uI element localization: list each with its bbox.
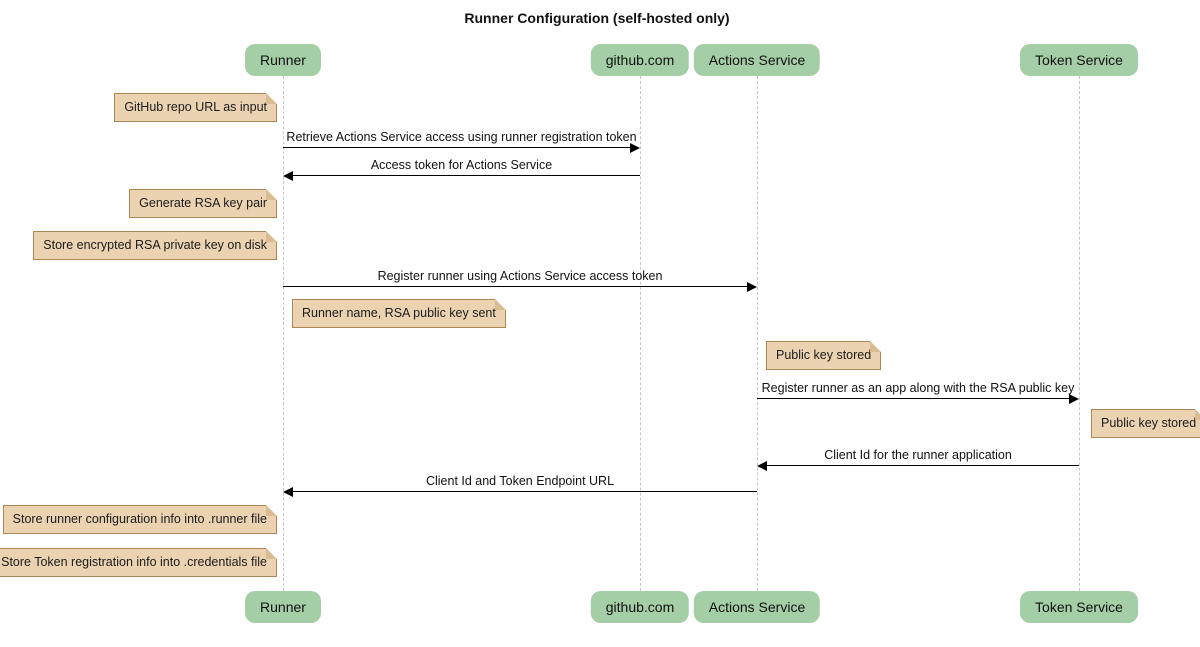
message-line xyxy=(767,465,1079,466)
message-line xyxy=(293,175,640,176)
lifeline-actions xyxy=(757,76,758,591)
lifeline-runner xyxy=(283,76,284,591)
participant-github-bottom: github.com xyxy=(590,591,690,623)
message-label: Register runner using Actions Service ac… xyxy=(377,269,663,283)
message-label: Retrieve Actions Service access using ru… xyxy=(286,130,637,144)
message-line xyxy=(283,286,747,287)
message-label: Client Id and Token Endpoint URL xyxy=(425,474,615,488)
message-arrowhead-icon xyxy=(283,171,293,181)
note-runner-3: Runner name, RSA public key sent xyxy=(292,299,506,328)
note-runner-7: Store Token registration info into .cred… xyxy=(0,548,277,577)
message-arrowhead-icon xyxy=(1069,394,1079,404)
participant-runner-bottom: Runner xyxy=(245,591,321,623)
diagram-title: Runner Configuration (self-hosted only) xyxy=(464,10,730,26)
note-token-5: Public key stored xyxy=(1091,409,1200,438)
participant-token-bottom: Token Service xyxy=(1020,591,1138,623)
lifeline-token xyxy=(1079,76,1080,591)
message-arrowhead-icon xyxy=(283,487,293,497)
message-label: Client Id for the runner application xyxy=(824,448,1012,462)
message-arrowhead-icon xyxy=(630,143,640,153)
participant-runner-top: Runner xyxy=(245,44,321,76)
message-line xyxy=(293,491,757,492)
message-arrowhead-icon xyxy=(747,282,757,292)
note-runner-2: Store encrypted RSA private key on disk xyxy=(33,231,277,260)
participant-actions-top: Actions Service xyxy=(693,44,821,76)
lifeline-github xyxy=(640,76,641,591)
note-runner-6: Store runner configuration info into .ru… xyxy=(2,505,278,534)
participant-token-top: Token Service xyxy=(1020,44,1138,76)
message-label: Access token for Actions Service xyxy=(370,158,553,172)
note-actions-4: Public key stored xyxy=(766,341,882,370)
message-line xyxy=(757,398,1069,399)
message-label: Register runner as an app along with the… xyxy=(761,381,1075,395)
note-runner-1: Generate RSA key pair xyxy=(129,189,277,218)
note-runner-0: GitHub repo URL as input xyxy=(114,93,277,122)
message-line xyxy=(283,147,630,148)
participant-github-top: github.com xyxy=(590,44,690,76)
participant-actions-bottom: Actions Service xyxy=(693,591,821,623)
message-arrowhead-icon xyxy=(757,461,767,471)
